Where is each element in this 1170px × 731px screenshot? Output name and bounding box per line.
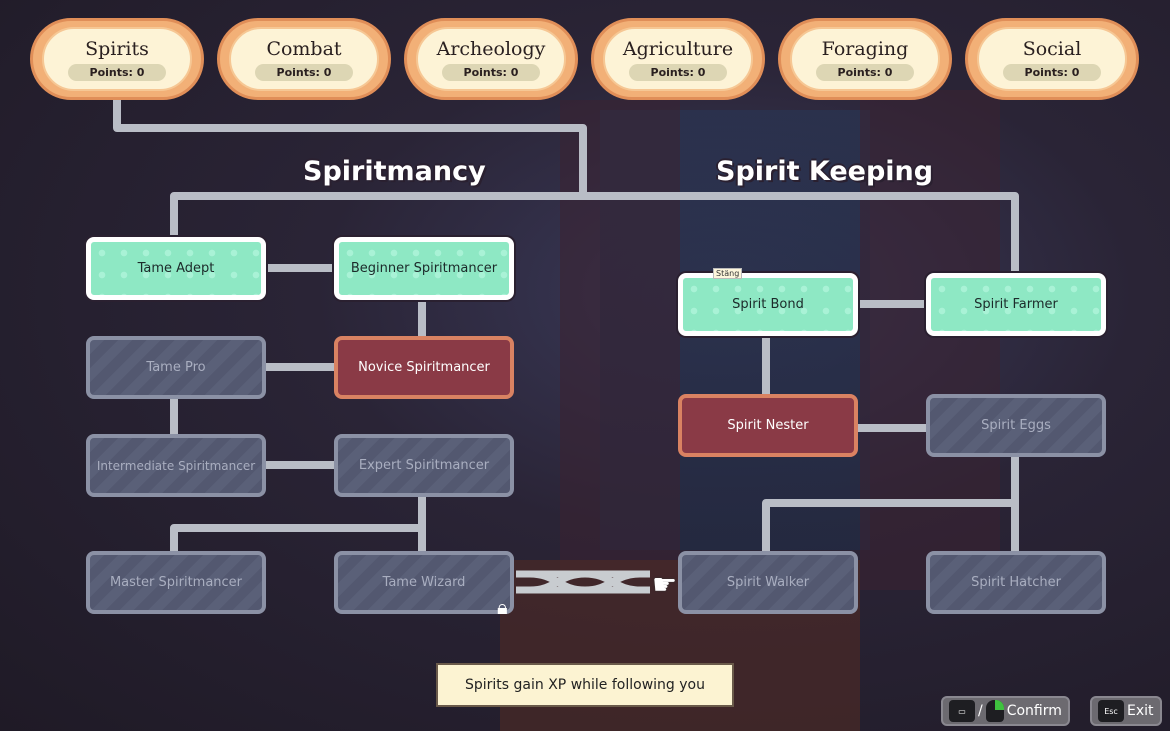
tab-points: Points: 0	[815, 63, 915, 81]
tab-points: Points: 0	[254, 63, 354, 81]
pointing-hand-cursor-icon: ☛	[652, 568, 678, 601]
confirm-button[interactable]: ▭ / Confirm	[941, 696, 1070, 726]
exit-button[interactable]: Esc Exit	[1090, 696, 1162, 726]
exit-label: Exit	[1127, 703, 1154, 719]
skill-description: Spirits gain XP while following you	[436, 663, 734, 707]
tab-label: Archeology	[436, 37, 546, 60]
skill-tame-wizard[interactable]: Tame Wizard	[334, 551, 514, 614]
tab-points: Points: 0	[67, 63, 167, 81]
heading-spirit-keeping: Spirit Keeping	[716, 156, 934, 187]
skill-novice-spiritmancer[interactable]: Novice Spiritmancer	[334, 336, 514, 399]
skill-spirit-nester[interactable]: Spirit Nester	[678, 394, 858, 457]
skill-tame-pro[interactable]: Tame Pro	[86, 336, 266, 399]
tab-label: Foraging	[821, 37, 909, 60]
skill-expert-spiritmancer[interactable]: Expert Spiritmancer	[334, 434, 514, 497]
skill-intermediate-spiritmancer[interactable]: Intermediate Spiritmancer	[86, 434, 266, 497]
esc-key-icon: Esc	[1098, 700, 1124, 722]
space-key-icon: ▭	[949, 700, 975, 722]
tab-label: Combat	[266, 37, 342, 60]
tab-points: Points: 0	[1002, 63, 1102, 81]
mouse-left-click-icon	[985, 700, 1004, 722]
heading-spiritmancy: Spiritmancy	[303, 156, 486, 187]
tab-label: Social	[1022, 37, 1082, 60]
skill-beginner-spiritmancer[interactable]: Beginner Spiritmancer	[334, 237, 514, 300]
separator: /	[978, 703, 983, 719]
skill-spirit-farmer[interactable]: Spirit Farmer	[926, 273, 1106, 336]
skill-master-spiritmancer[interactable]: Master Spiritmancer	[86, 551, 266, 614]
skill-spirit-bond[interactable]: Spirit Bond	[678, 273, 858, 336]
tab-label: Spirits	[85, 37, 149, 60]
tab-points: Points: 0	[628, 63, 728, 81]
skill-tame-adept[interactable]: Tame Adept	[86, 237, 266, 300]
skill-spirit-eggs[interactable]: Spirit Eggs	[926, 394, 1106, 457]
confirm-label: Confirm	[1006, 703, 1062, 719]
lock-icon: 🔒︎	[497, 595, 508, 619]
tab-points: Points: 0	[441, 63, 541, 81]
tooltip: Stäng	[713, 268, 743, 279]
skill-spirit-hatcher[interactable]: Spirit Hatcher	[926, 551, 1106, 614]
chain-link	[516, 570, 650, 594]
tab-label: Agriculture	[622, 37, 734, 60]
skill-spirit-walker[interactable]: Spirit Walker	[678, 551, 858, 614]
